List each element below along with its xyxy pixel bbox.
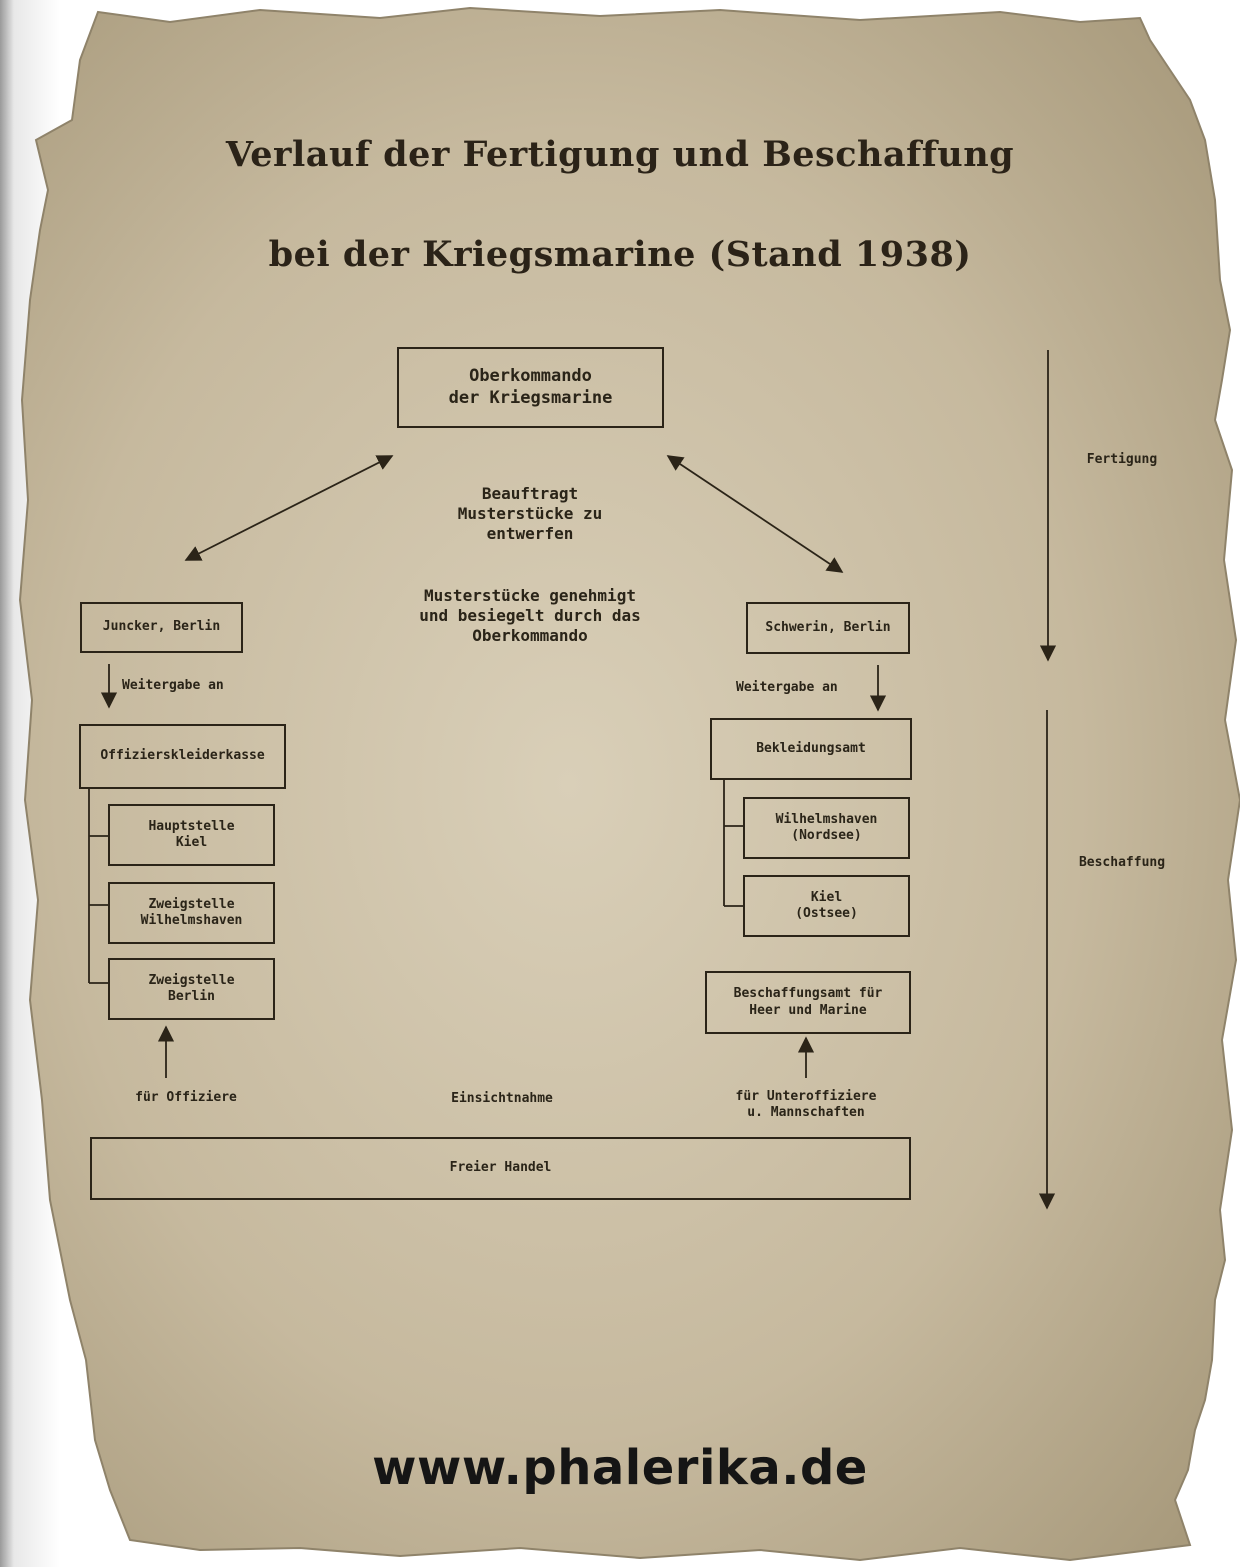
juncker-box: Juncker, Berlin bbox=[80, 602, 243, 653]
side-label-fertigung: Fertigung bbox=[1086, 452, 1158, 467]
arrow-oberkommando-schwerin bbox=[666, 455, 844, 573]
right-handover-label: Weitergabe an bbox=[736, 680, 838, 695]
offizierskleiderkasse-box: Offizierskleiderkasse bbox=[79, 724, 286, 789]
right-audience-label: für Unteroffiziere u. Mannschaften bbox=[735, 1089, 877, 1121]
title-line-1: Verlauf der Fertigung und Beschaffung bbox=[225, 134, 1015, 175]
diagram-title: Verlauf der Fertigung und Beschaffung be… bbox=[60, 80, 1180, 330]
center-text-approval: Musterstücke genehmigt und besiegelt dur… bbox=[419, 586, 641, 645]
bekleidungsamt-box: Bekleidungsamt bbox=[710, 718, 912, 780]
center-text-commission: Beauftragt Musterstücke zu entwerfen bbox=[457, 484, 603, 543]
schwerin-box: Schwerin, Berlin bbox=[746, 602, 910, 654]
title-line-2: bei der Kriegsmarine (Stand 1938) bbox=[268, 234, 972, 275]
right-branch-box-1: Wilhelmshaven (Nordsee) bbox=[743, 797, 910, 859]
diagram-connectors bbox=[88, 350, 1057, 1210]
left-branch-box-1: Hauptstelle Kiel bbox=[108, 804, 275, 866]
left-branch-box-2: Zweigstelle Wilhelmshaven bbox=[108, 882, 275, 944]
paper-sheet bbox=[18, 6, 1240, 1562]
left-handover-label: Weitergabe an bbox=[122, 678, 224, 693]
inspection-label: Einsichtnahme bbox=[451, 1091, 553, 1106]
arrow-oberkommando-juncker bbox=[184, 455, 394, 561]
side-label-beschaffung: Beschaffung bbox=[1078, 855, 1166, 870]
beschaffungsamt-box: Beschaffungsamt für Heer und Marine bbox=[705, 971, 911, 1034]
left-audience-label: für Offiziere bbox=[135, 1090, 237, 1105]
freier-handel-box: Freier Handel bbox=[90, 1137, 911, 1200]
left-branch-box-3: Zweigstelle Berlin bbox=[108, 958, 275, 1020]
right-branch-box-2: Kiel (Ostsee) bbox=[743, 875, 910, 937]
footer-url: www.phalerika.de bbox=[372, 1440, 868, 1496]
oberkommando-box: Oberkommando der Kriegsmarine bbox=[397, 347, 664, 428]
